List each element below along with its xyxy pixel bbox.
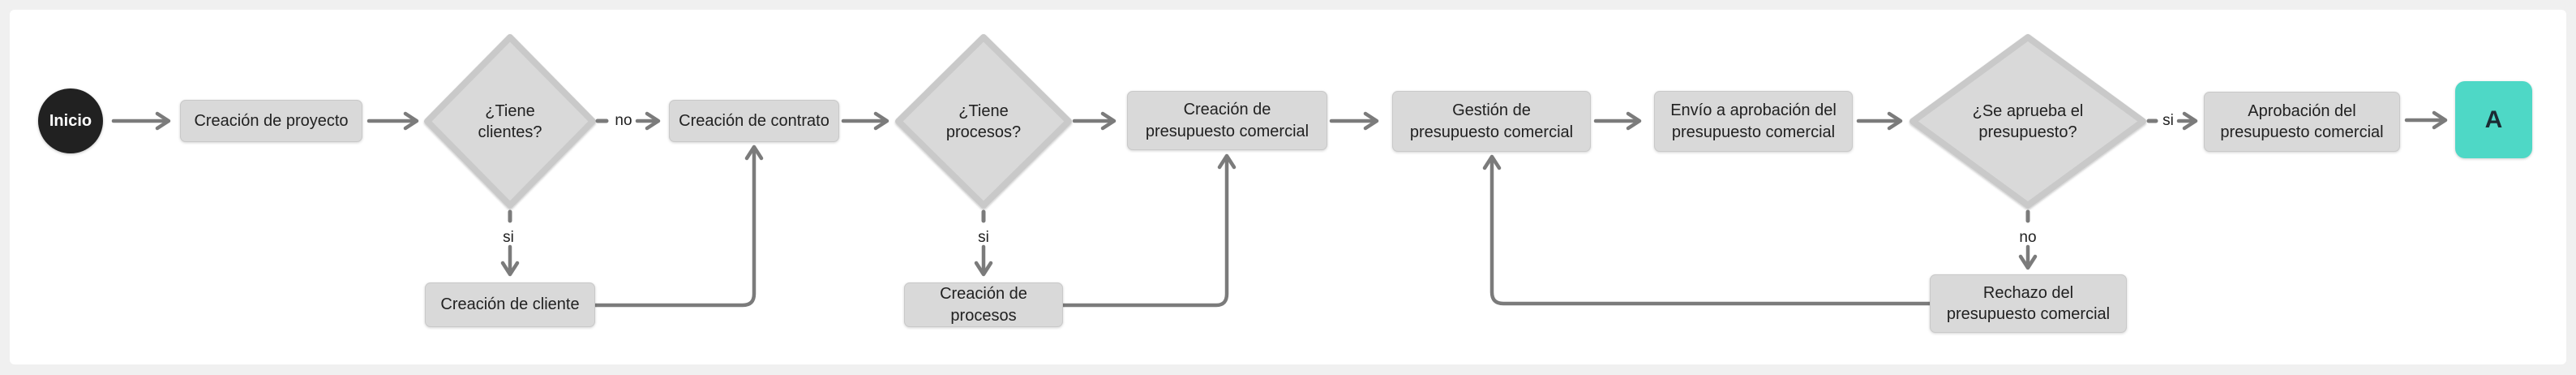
node-creacion-cliente[interactable]: Creación de cliente: [425, 282, 595, 327]
edge-label-si-procesos: si: [978, 229, 989, 246]
node-creacion-presupuesto[interactable]: Creación de presupuesto comercial: [1127, 91, 1327, 150]
node-tiene-clientes[interactable]: ¿Tiene clientes?: [478, 101, 542, 141]
flow-arrows: [111, 110, 2448, 308]
tiene-procesos-diamond-shape: [895, 34, 1072, 209]
node-creacion-proyecto[interactable]: Creación de proyecto: [180, 100, 362, 142]
elbow-procesos-to-presupuesto: [1061, 153, 1237, 308]
edge-label-si-aprueba: si: [2162, 112, 2174, 129]
node-creacion-contrato[interactable]: Creación de contrato: [669, 100, 839, 142]
tiene-clientes-diamond-shape: [424, 34, 596, 209]
edge-label-no-clientes: no: [615, 112, 632, 129]
node-envio-aprobacion[interactable]: Envío a aprobación del presupuesto comer…: [1654, 91, 1853, 152]
elbow-cliente-to-contrato: [593, 144, 764, 308]
node-rechazo-presupuesto[interactable]: Rechazo del presupuesto comercial: [1930, 274, 2127, 333]
node-gestion-presupuesto[interactable]: Gestión de presupuesto comercial: [1392, 91, 1591, 152]
elbow-rechazo-to-gestion: [1482, 154, 1932, 306]
node-start[interactable]: Inicio: [38, 88, 103, 153]
edge-label-si-clientes: si: [503, 229, 514, 246]
node-aprobacion-presupuesto[interactable]: Aprobación del presupuesto comercial: [2204, 92, 2400, 152]
edge-label-no-aprueba: no: [2019, 229, 2037, 246]
se-aprueba-diamond-shape: [1909, 34, 2146, 209]
node-se-aprueba[interactable]: ¿Se aprueba el presupuesto?: [1972, 101, 2084, 141]
node-tiene-procesos[interactable]: ¿Tiene procesos?: [945, 101, 1022, 141]
node-end-a[interactable]: A: [2455, 81, 2532, 158]
diamond-shapes: [424, 34, 2146, 209]
node-creacion-procesos[interactable]: Creación de procesos: [904, 282, 1063, 327]
